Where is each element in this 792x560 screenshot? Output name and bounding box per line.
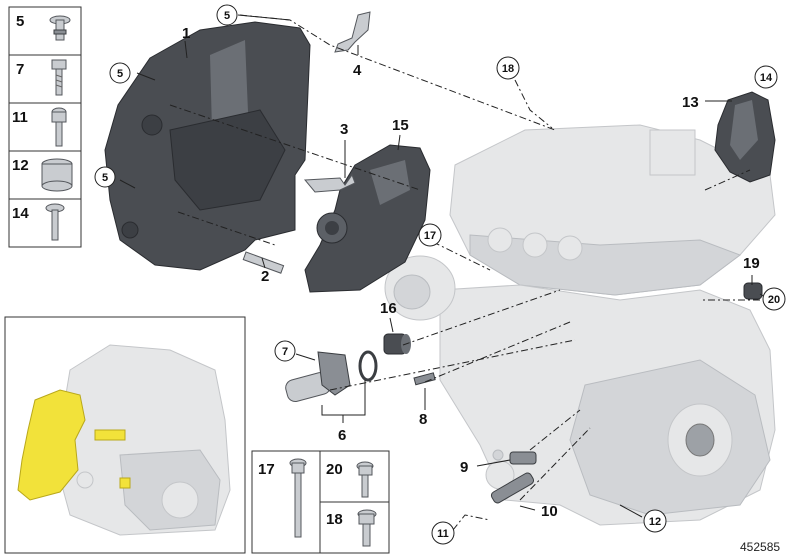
sensor-10 [490, 472, 535, 504]
long-bolt-17-icon [289, 458, 307, 538]
parts-column-label-11: 11 [12, 109, 28, 126]
svg-text:18: 18 [502, 63, 514, 75]
callout-4: 4 [353, 62, 362, 79]
engine-mount-bracket-13 [714, 91, 776, 183]
svg-text:17: 17 [424, 230, 436, 242]
callout-5-mid: 5 [109, 62, 131, 84]
bracket-3 [303, 173, 356, 193]
callout-12: 12 [643, 509, 667, 533]
highlighted-timing-cover [17, 389, 86, 501]
svg-text:7: 7 [282, 346, 288, 358]
engine-block [384, 124, 776, 526]
callout-11: 11 [431, 521, 455, 545]
callout-15: 15 [392, 117, 409, 134]
callout-7: 7 [274, 340, 296, 362]
svg-text:5: 5 [117, 68, 123, 80]
svg-text:5: 5 [102, 172, 108, 184]
callout-5-top: 5 [216, 4, 238, 26]
lower-timing-cover [304, 144, 431, 293]
parts-grid-table: 17 20 18 [251, 450, 390, 554]
callout-6: 6 [338, 427, 346, 444]
diagram-reference-number: 452585 [740, 540, 780, 554]
bracket-4 [334, 11, 371, 53]
callout-16: 16 [380, 300, 397, 317]
callout-17: 17 [418, 223, 442, 247]
parts-grid-label-17: 17 [258, 461, 275, 478]
parts-column-label-7: 7 [16, 61, 24, 78]
callout-10: 10 [541, 503, 558, 520]
plug-19 [743, 282, 763, 300]
callout-3: 3 [340, 121, 348, 138]
svg-text:14: 14 [760, 72, 773, 84]
callout-14: 14 [754, 65, 778, 89]
parts-column-table: 5 7 11 12 14 [8, 6, 82, 248]
bolt-20-icon [356, 461, 374, 498]
callout-20: 20 [762, 287, 786, 311]
callout-5-low: 5 [94, 166, 116, 188]
callout-19: 19 [743, 255, 760, 272]
engine-location-inset [4, 316, 246, 554]
callout-2: 2 [261, 268, 269, 285]
leader-lines [119, 14, 766, 531]
sensor-8 [413, 372, 436, 386]
clip-rivet-icon [49, 15, 71, 41]
bolt-18-icon [357, 509, 377, 547]
svg-text:5: 5 [224, 10, 230, 22]
callout-18: 18 [496, 56, 520, 80]
callout-1: 1 [182, 25, 190, 42]
parts-column-label-12: 12 [12, 157, 29, 174]
callout-13: 13 [682, 94, 699, 111]
parts-column-label-5: 5 [16, 13, 24, 30]
timing-case-cover [104, 21, 311, 271]
svg-text:11: 11 [437, 528, 449, 540]
parts-column-label-14: 14 [12, 205, 29, 222]
svg-text:12: 12 [649, 516, 661, 528]
callouts: 5 5 5 18 14 17 20 7 [94, 4, 786, 545]
parts-grid-label-20: 20 [326, 461, 343, 478]
svg-text:20: 20 [768, 294, 780, 306]
socket-bolt-11-icon [51, 107, 67, 147]
parts-grid-label-18: 18 [326, 511, 343, 528]
torx-bolt-14-icon [45, 203, 65, 241]
callout-9: 9 [460, 459, 468, 476]
sensor-9 [509, 451, 537, 465]
thermostat-housing-6 [285, 350, 378, 403]
hex-bolt-7-icon [51, 59, 67, 96]
sleeve-12-icon [41, 158, 73, 192]
callout-8: 8 [419, 411, 427, 428]
